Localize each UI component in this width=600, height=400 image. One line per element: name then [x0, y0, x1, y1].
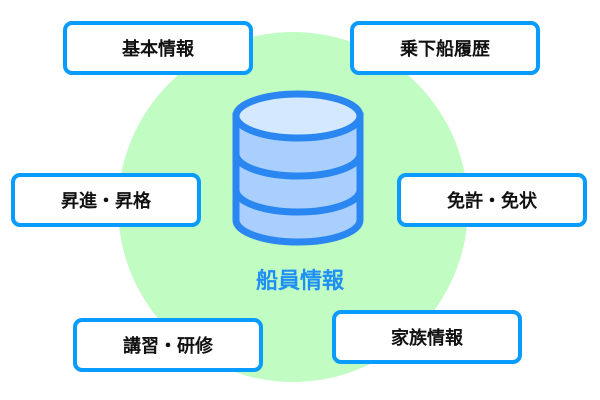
category-promotion: 昇進・昇格 [11, 173, 201, 227]
database-icon [232, 90, 364, 246]
category-basic-info: 基本情報 [63, 21, 253, 75]
category-training: 講習・研修 [73, 318, 263, 372]
category-family-info: 家族情報 [332, 310, 522, 364]
category-boarding-history: 乗下船履歴 [350, 21, 540, 75]
center-label: 船員情報 [255, 269, 344, 294]
category-licenses: 免許・免状 [397, 173, 587, 227]
